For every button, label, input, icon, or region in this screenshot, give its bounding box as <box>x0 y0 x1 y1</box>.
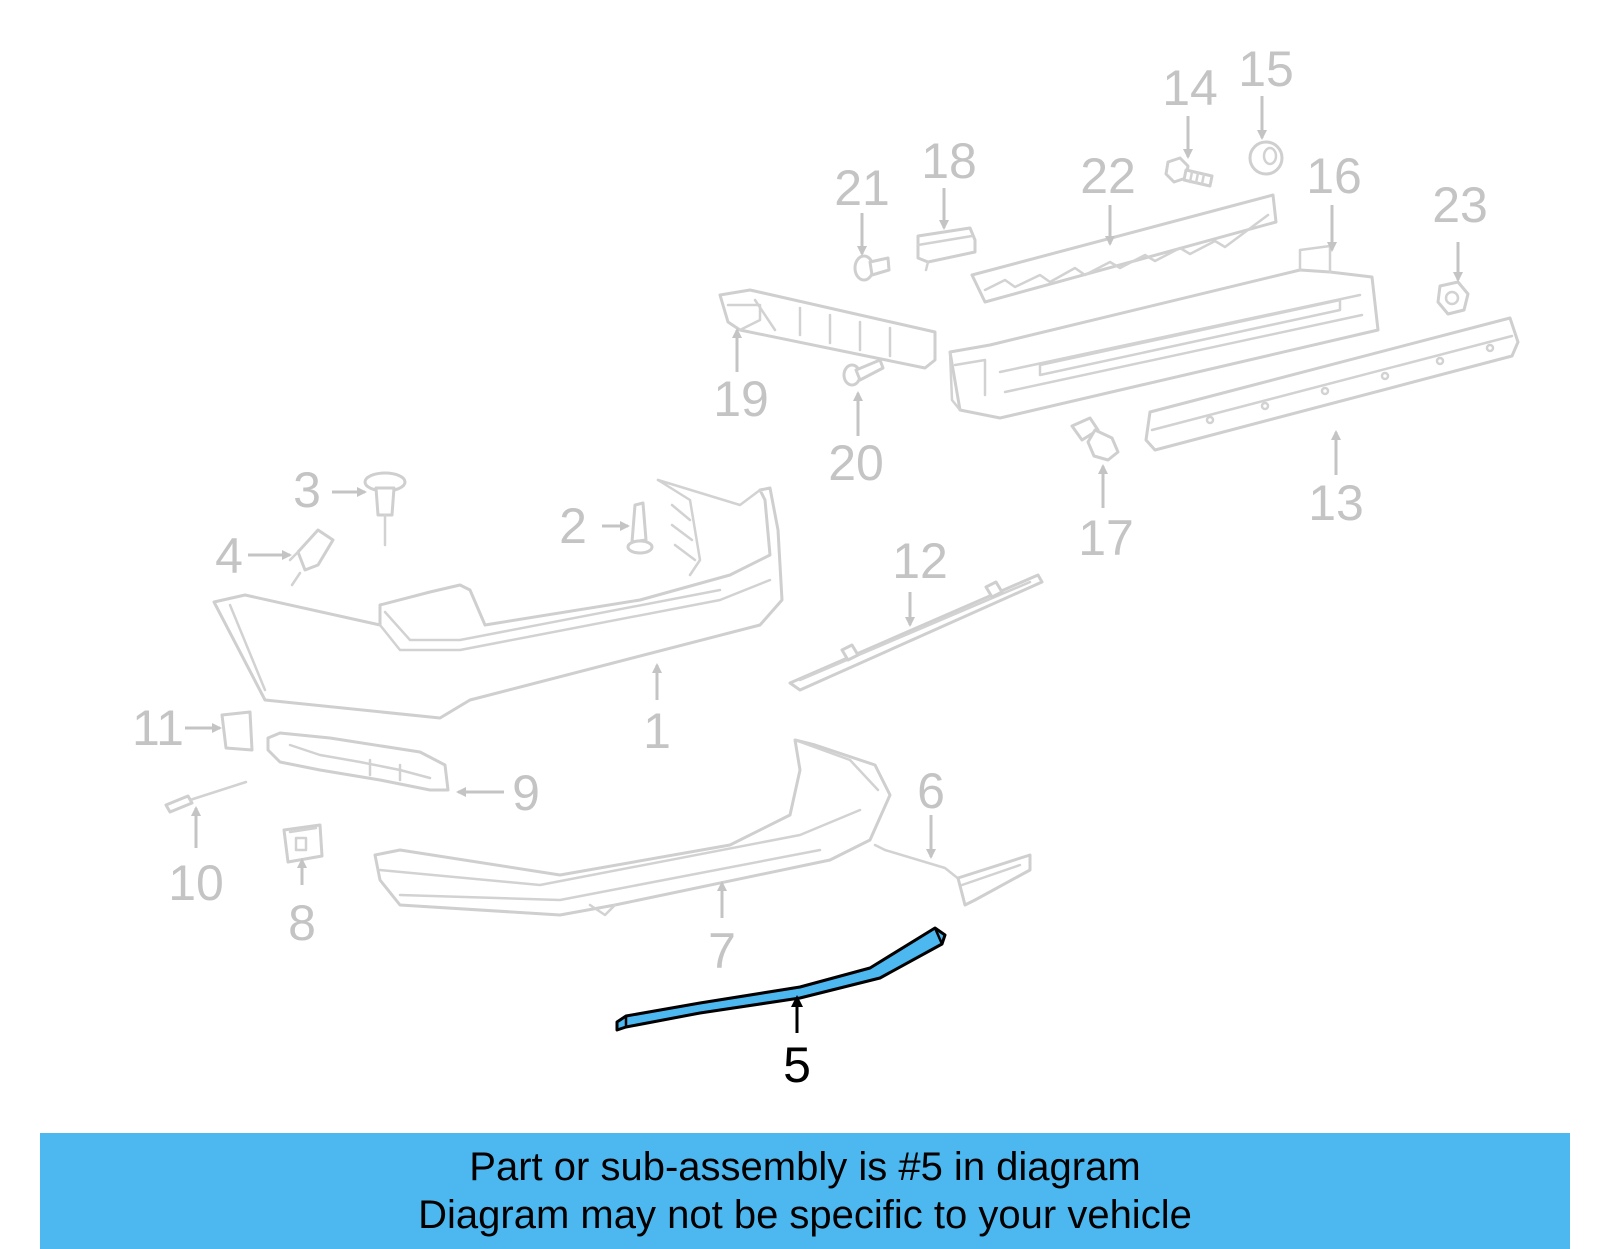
callout-3: 3 <box>293 462 321 518</box>
part-3-rivet <box>363 471 407 547</box>
part-17-bolt <box>1070 416 1120 462</box>
part-4-clip <box>288 528 335 587</box>
callout-labels: 1 2 3 4 5 6 7 8 9 10 11 12 13 14 15 16 1… <box>132 41 1488 1093</box>
callout-5: 5 <box>783 1037 811 1093</box>
part-16-reinforcement-beam <box>948 244 1380 420</box>
callout-13: 13 <box>1308 475 1364 531</box>
callout-22: 22 <box>1080 148 1136 204</box>
part-2-push-pin <box>626 501 654 555</box>
part-23-nut <box>1436 280 1470 316</box>
callout-8: 8 <box>288 895 316 951</box>
callout-19: 19 <box>713 371 769 427</box>
callout-2: 2 <box>559 498 587 554</box>
banner-line-1: Part or sub-assembly is #5 in diagram <box>469 1145 1141 1189</box>
part-22-energy-absorber <box>970 193 1278 304</box>
part-11-pad <box>220 710 254 752</box>
callout-16: 16 <box>1306 148 1362 204</box>
callout-17: 17 <box>1078 510 1134 566</box>
callout-6: 6 <box>917 763 945 819</box>
callout-14: 14 <box>1162 60 1218 116</box>
part-21-push-pin <box>853 254 891 282</box>
callout-1: 1 <box>643 703 671 759</box>
callout-7: 7 <box>708 923 736 979</box>
callout-23: 23 <box>1432 177 1488 233</box>
callout-12: 12 <box>892 533 948 589</box>
part-6-harness-bracket <box>873 843 1032 907</box>
part-18-bracket <box>916 226 977 272</box>
part-8-nut <box>282 823 324 864</box>
part-19-side-bracket <box>718 288 937 370</box>
callout-18: 18 <box>921 133 977 189</box>
banner-line-2: Diagram may not be specific to your vehi… <box>418 1193 1192 1237</box>
part-20-screw <box>842 358 885 387</box>
part-13-step-pad <box>1144 316 1520 452</box>
info-banner: Part or sub-assembly is #5 in diagram Di… <box>40 1133 1570 1249</box>
part-15-nut <box>1248 140 1284 176</box>
part-1-bumper-cover <box>212 478 784 720</box>
callout-9: 9 <box>512 765 540 821</box>
callout-11: 11 <box>132 700 184 756</box>
part-7-lower-valance <box>373 738 892 917</box>
callout-10: 10 <box>168 855 224 911</box>
part-5-lower-molding <box>615 926 947 1032</box>
callout-20: 20 <box>828 435 884 491</box>
leader-lines <box>185 96 1463 1033</box>
part-9-reflector-bracket <box>266 731 450 792</box>
part-12-trim-strip <box>788 573 1044 692</box>
callout-15: 15 <box>1238 41 1294 97</box>
part-14-bolt <box>1164 156 1214 188</box>
callout-4: 4 <box>215 528 243 584</box>
part-10-screw <box>164 780 248 814</box>
callout-21: 21 <box>834 160 890 216</box>
